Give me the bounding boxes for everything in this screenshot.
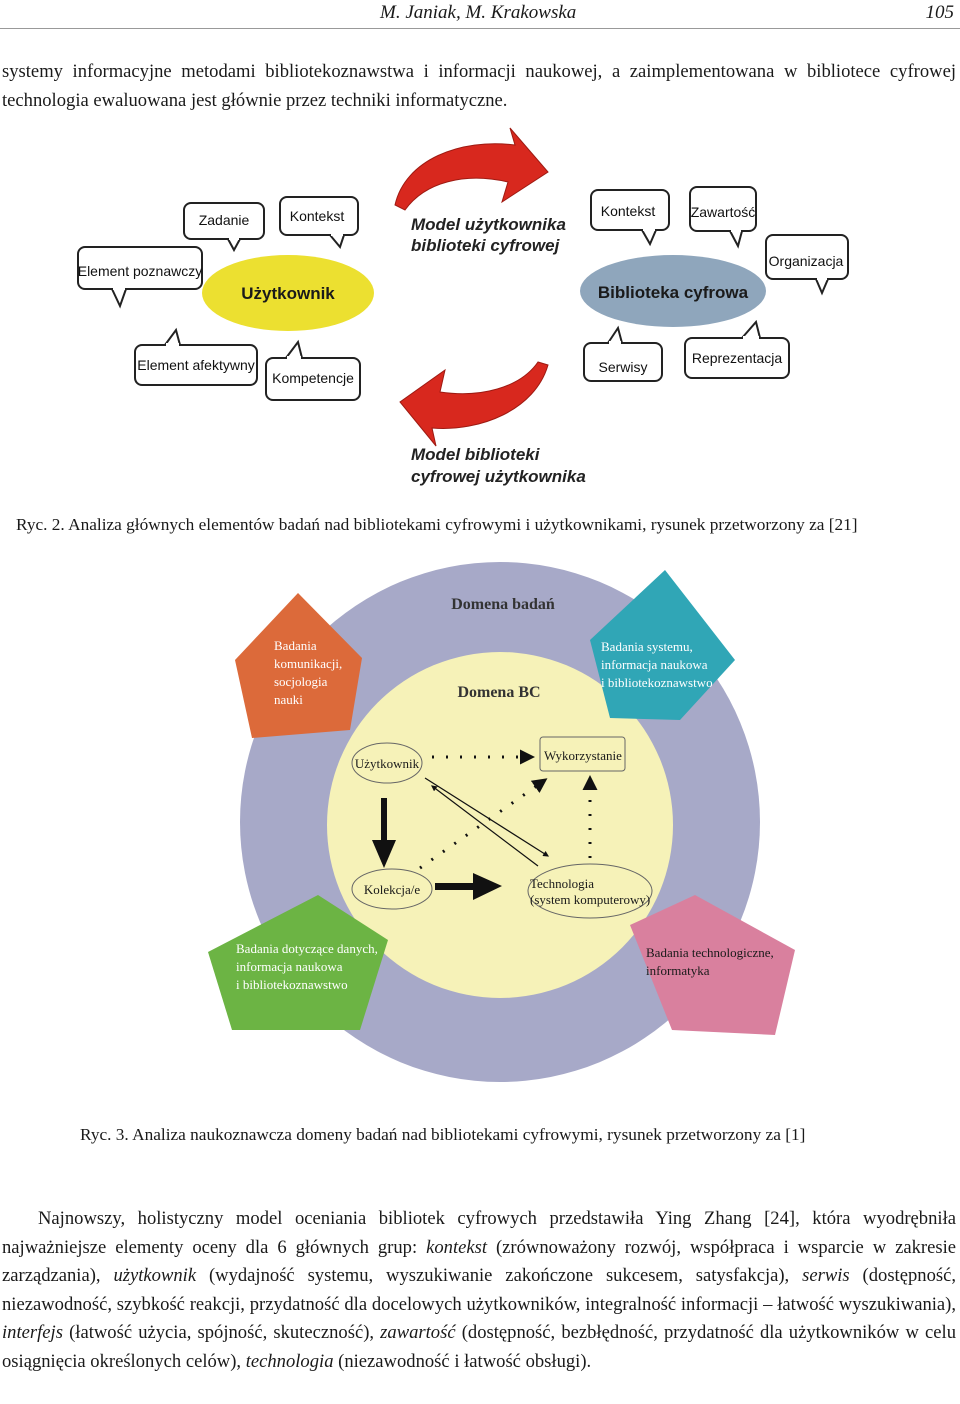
pentagon-green-line-1: Badania dotyczące danych, bbox=[236, 941, 378, 956]
dotted-arrow-collection-to-usage bbox=[419, 778, 548, 870]
keyword-zawartosc: zawartość bbox=[380, 1322, 456, 1343]
bubble-kompetencje: Kompetencje bbox=[265, 339, 361, 401]
pentagon-pink-line-1: Badania technologiczne, bbox=[646, 945, 774, 960]
bubble-element-poznawczy-text: Element poznawczy bbox=[78, 263, 203, 279]
figure-3-caption: Ryc. 3. Analiza naukoznawcza domeny bada… bbox=[80, 1125, 806, 1144]
pentagon-orange-line-1: Badania bbox=[274, 638, 317, 653]
top-arrow-label-1: Model użytkownika bbox=[411, 215, 566, 234]
pentagon-teal-line-1: Badania systemu, bbox=[601, 639, 693, 654]
node-technology-line-2: (system komputerowy) bbox=[530, 892, 650, 907]
arrow-collection-to-technology-icon bbox=[435, 873, 502, 900]
keyword-uzytkownik: użytkownik bbox=[113, 1265, 197, 1286]
bubble-reprezentacja-text: Reprezentacja bbox=[692, 350, 782, 366]
bubble-serwisy: Serwisy bbox=[583, 325, 663, 382]
pentagon-orange-line-2: komunikacji, bbox=[274, 656, 342, 671]
line-user-technology-1 bbox=[424, 777, 550, 857]
node-usage-text: Wykorzystanie bbox=[544, 748, 622, 763]
bubble-zadanie-text: Zadanie bbox=[199, 212, 250, 228]
inner-domain-label: Domena BC bbox=[457, 684, 540, 701]
closing-text-2: (zrównoważony rozwój, współpraca i wspar… bbox=[2, 1236, 956, 1287]
top-arrow-label-2: biblioteki cyfrowej bbox=[411, 236, 561, 255]
outer-domain-label: Domena badań bbox=[451, 596, 555, 613]
bubble-kompetencje-text: Kompetencje bbox=[272, 370, 354, 386]
pentagon-pink: Badania technologiczne, informatyka bbox=[630, 895, 795, 1035]
bubble-element-afektywny-text: Element afektywny bbox=[137, 357, 255, 373]
page-number: 105 bbox=[925, 2, 955, 23]
bubble-zawartosc: Zawartość bbox=[689, 186, 757, 249]
bottom-arrow-label-1: Model biblioteki bbox=[411, 445, 541, 464]
bubble-organizacja: Organizacja bbox=[765, 234, 849, 296]
user-ellipse bbox=[202, 255, 374, 331]
pentagon-green-line-2: informacja naukowa bbox=[236, 959, 343, 974]
figure-3: Domena badań Domena BC Badania komunikac… bbox=[208, 562, 795, 1082]
closing-text-6: (dostępność, bezbłędność, przydatność dl… bbox=[2, 1322, 956, 1372]
bubble-zawartosc-text: Zawartość bbox=[691, 204, 756, 220]
pentagon-green: Badania dotyczące danych, informacja nau… bbox=[208, 895, 388, 1030]
node-technology-line-1: Technologia bbox=[530, 876, 594, 891]
closing-paragraph: Najnowszy, holistyczny model oceniania b… bbox=[2, 1205, 956, 1376]
closing-text-3: (wydajność systemu, wyszukiwanie zakończ… bbox=[196, 1265, 803, 1286]
keyword-kontekst: kontekst bbox=[426, 1236, 488, 1258]
pentagon-orange-line-3: socjologia bbox=[274, 674, 328, 689]
node-collection-text: Kolekcja/e bbox=[364, 882, 421, 897]
node-technology: Technologia (system komputerowy) bbox=[527, 863, 653, 919]
bubble-organizacja-text: Organizacja bbox=[769, 253, 844, 269]
bubble-element-afektywny: Element afektywny bbox=[134, 327, 258, 386]
closing-text-7: (niezawodność i łatwość obsługi). bbox=[333, 1350, 592, 1372]
node-user-text: Użytkownik bbox=[355, 756, 420, 771]
closing-text-1: Najnowszy, holistyczny model oceniania b… bbox=[2, 1208, 956, 1258]
node-usage: Wykorzystanie bbox=[539, 736, 626, 772]
keyword-technologia: technologia bbox=[245, 1350, 334, 1372]
pentagon-orange: Badania komunikacji, socjologia nauki bbox=[235, 593, 362, 738]
pentagon-orange-line-4: nauki bbox=[274, 692, 303, 707]
arrow-user-to-collection-icon bbox=[372, 798, 396, 868]
node-user: Użytkownik bbox=[351, 742, 423, 784]
node-collection: Kolekcja/e bbox=[351, 868, 433, 910]
intro-paragraph: systemy informacyjne metodami biblioteko… bbox=[2, 61, 956, 111]
user-label: Użytkownik bbox=[241, 284, 335, 303]
pentagon-teal: Badania systemu, informacja naukowa i bi… bbox=[590, 570, 735, 720]
closing-text-5: (łatwość użycia, spójność, skuteczność), bbox=[62, 1322, 381, 1343]
top-arrow-icon bbox=[394, 127, 549, 211]
bubble-kontekst-library: Kontekst bbox=[590, 189, 670, 247]
bubble-kontekst-user: Kontekst bbox=[279, 196, 359, 250]
bottom-arrow-icon bbox=[399, 361, 549, 447]
bubble-element-poznawczy: Element poznawczy bbox=[77, 246, 203, 309]
figure-2-caption: Ryc. 2. Analiza głównych elementów badań… bbox=[16, 515, 858, 534]
header-authors: M. Janiak, M. Krakowska bbox=[380, 2, 577, 23]
bubble-kontekst-user-text: Kontekst bbox=[290, 208, 345, 224]
bubble-kontekst-library-text: Kontekst bbox=[601, 203, 656, 219]
figure-2: Model użytkownika biblioteki cyfrowej Mo… bbox=[77, 127, 849, 486]
running-header: M. Janiak, M. Krakowska 105 bbox=[0, 0, 960, 29]
pentagon-green-line-3: i bibliotekoznawstwo bbox=[236, 977, 348, 992]
keyword-interfejs: interfejs bbox=[2, 1322, 63, 1343]
line-user-technology-2 bbox=[431, 785, 539, 867]
bubble-serwisy-text: Serwisy bbox=[598, 359, 647, 375]
pentagon-teal-line-3: i bibliotekoznawstwo bbox=[601, 675, 713, 690]
bottom-arrow-label-2: cyfrowej użytkownika bbox=[411, 467, 586, 486]
bubble-zadanie: Zadanie bbox=[183, 202, 265, 253]
closing-text-4: (dostępność, niezawodność, szybkość reak… bbox=[2, 1265, 956, 1315]
library-label: Biblioteka cyfrowa bbox=[598, 283, 749, 302]
library-ellipse bbox=[580, 255, 766, 327]
pentagon-teal-line-2: informacja naukowa bbox=[601, 657, 708, 672]
bubble-reprezentacja: Reprezentacja bbox=[684, 319, 790, 379]
pentagon-pink-line-2: informatyka bbox=[646, 963, 710, 978]
keyword-serwis: serwis bbox=[802, 1265, 850, 1286]
